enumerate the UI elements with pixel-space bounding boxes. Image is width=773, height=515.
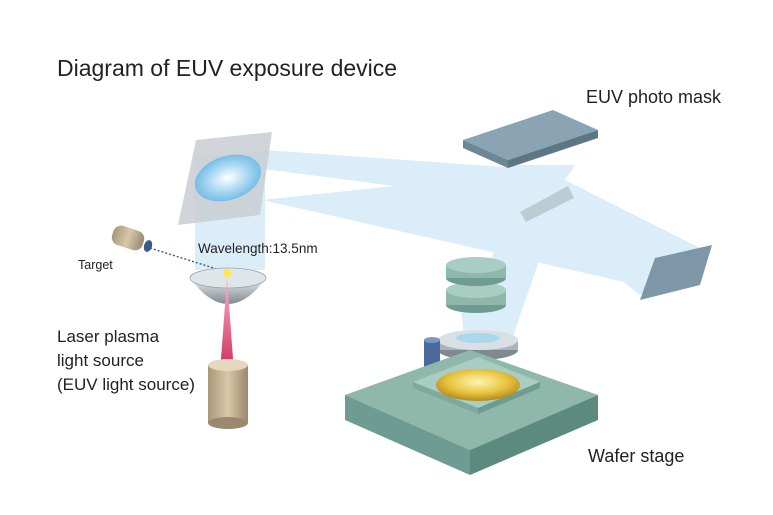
photo-mask bbox=[463, 110, 598, 168]
laser-label-line-3: (EUV light source) bbox=[57, 375, 195, 394]
laser-source-label: Laser plasma light source (EUV light sou… bbox=[57, 325, 195, 397]
collector-bowl bbox=[189, 267, 267, 304]
wavelength-label: Wavelength:13.5nm bbox=[198, 241, 318, 256]
laser-label-line-1: Laser plasma bbox=[57, 327, 160, 346]
wafer-stage-graphic bbox=[345, 350, 598, 475]
wafer-stage-label: Wafer stage bbox=[588, 446, 685, 466]
flat-mirror bbox=[640, 245, 712, 300]
alignment-sensor bbox=[424, 337, 440, 368]
laser-label-line-2: light source bbox=[57, 351, 144, 370]
photo-mask-label: EUV photo mask bbox=[586, 87, 722, 107]
collector-mirror bbox=[178, 132, 272, 225]
laser-source bbox=[208, 278, 248, 429]
target-label: Target bbox=[78, 258, 113, 272]
fold-mirror bbox=[520, 186, 574, 222]
page-title: Diagram of EUV exposure device bbox=[57, 55, 398, 81]
target-emitter bbox=[111, 225, 221, 271]
